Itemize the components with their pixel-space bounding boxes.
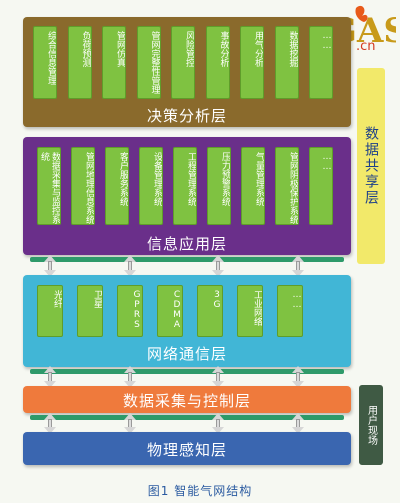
network-module-card: …… <box>277 285 303 337</box>
info-rail <box>30 257 344 262</box>
info-module-card: 数据采集与监控系统 <box>37 147 61 225</box>
decision-module-card: 事故分析 <box>205 26 230 99</box>
info-layer: 数据采集与监控系统管网地理信息系统客户服务系统设备管理系统工程管理系统压力预警系… <box>23 137 351 255</box>
user-site-label: 用户现场 <box>365 405 377 445</box>
decision-module-card: 管网完整性管理 <box>136 26 161 99</box>
bidirectional-arrow-icon <box>44 366 56 388</box>
decision-module-card: 管网仿真 <box>102 26 126 99</box>
network-module-card: CDMA <box>157 285 183 337</box>
bidirectional-arrow-icon <box>44 413 56 434</box>
figure-caption: 图1 智能气网结构 <box>147 484 253 498</box>
bidirectional-arrow-icon <box>212 413 224 434</box>
network-module-card: GPRS <box>117 285 143 337</box>
info-module-card: 气量管理系统 <box>241 147 265 225</box>
network-layer: 光纤卫星 GPRS CDMA 3G 工业网络 …… 网络通信层 <box>23 275 351 367</box>
bidirectional-arrow-icon <box>212 255 224 277</box>
bidirectional-arrow-icon <box>292 366 304 388</box>
sensing-layer: 物理感知层 <box>23 432 351 465</box>
info-module-card: 设备管理系统 <box>139 147 163 225</box>
decision-layer-title: 决策分析层 <box>146 107 227 125</box>
info-module-card: 工程管理系统 <box>173 147 197 225</box>
acquisition-rail <box>30 415 344 420</box>
network-module-card: 3G <box>197 285 223 337</box>
bidirectional-arrow-icon <box>44 255 56 277</box>
info-module-card: …… <box>309 147 333 225</box>
network-layer-title: 网络通信层 <box>146 345 227 363</box>
acquisition-layer: 数据采集与控制层 <box>23 386 351 413</box>
decision-module-card: 数据挖掘 <box>274 26 299 99</box>
sensing-layer-title: 物理感知层 <box>146 441 227 459</box>
info-module-card: 管网地理信息系统 <box>71 147 95 225</box>
bidirectional-arrow-icon <box>212 366 224 388</box>
user-site-box: 用户现场 <box>359 385 383 465</box>
network-module-card: 卫星 <box>77 285 103 337</box>
bidirectional-arrow-icon <box>124 413 136 434</box>
bidirectional-arrow-icon <box>292 413 304 434</box>
data-sharing-label: 数据共享层 <box>363 126 379 206</box>
decision-module-card: …… <box>309 26 333 99</box>
info-module-card: 客户服务系统 <box>105 147 129 225</box>
decision-layer: 综合信息管理负荷预测管网仿真管网完整性管理风险管控事故分析用气分析数据挖掘…… … <box>23 17 351 127</box>
bidirectional-arrow-icon <box>292 255 304 277</box>
info-module-card: 压力预警系统 <box>207 147 231 225</box>
data-sharing-box: 数据共享层 <box>357 68 385 264</box>
network-module-card: 工业网络 <box>237 285 263 337</box>
bidirectional-arrow-icon <box>124 366 136 388</box>
bidirectional-arrow-icon <box>124 255 136 277</box>
decision-module-card: 综合信息管理 <box>33 26 57 99</box>
network-module-card: 光纤 <box>37 285 63 337</box>
decision-module-card: 负荷预测 <box>67 26 92 99</box>
logo-suffix: .cn <box>356 39 376 54</box>
acquisition-layer-title: 数据采集与控制层 <box>122 392 251 410</box>
decision-module-card: 风险管控 <box>171 26 195 99</box>
flame-icon <box>355 5 368 22</box>
info-module-card: 管网阴极保护系统 <box>275 147 299 225</box>
network-rail <box>30 369 344 374</box>
info-layer-title: 信息应用层 <box>146 235 227 253</box>
decision-module-card: 用气分析 <box>240 26 264 99</box>
